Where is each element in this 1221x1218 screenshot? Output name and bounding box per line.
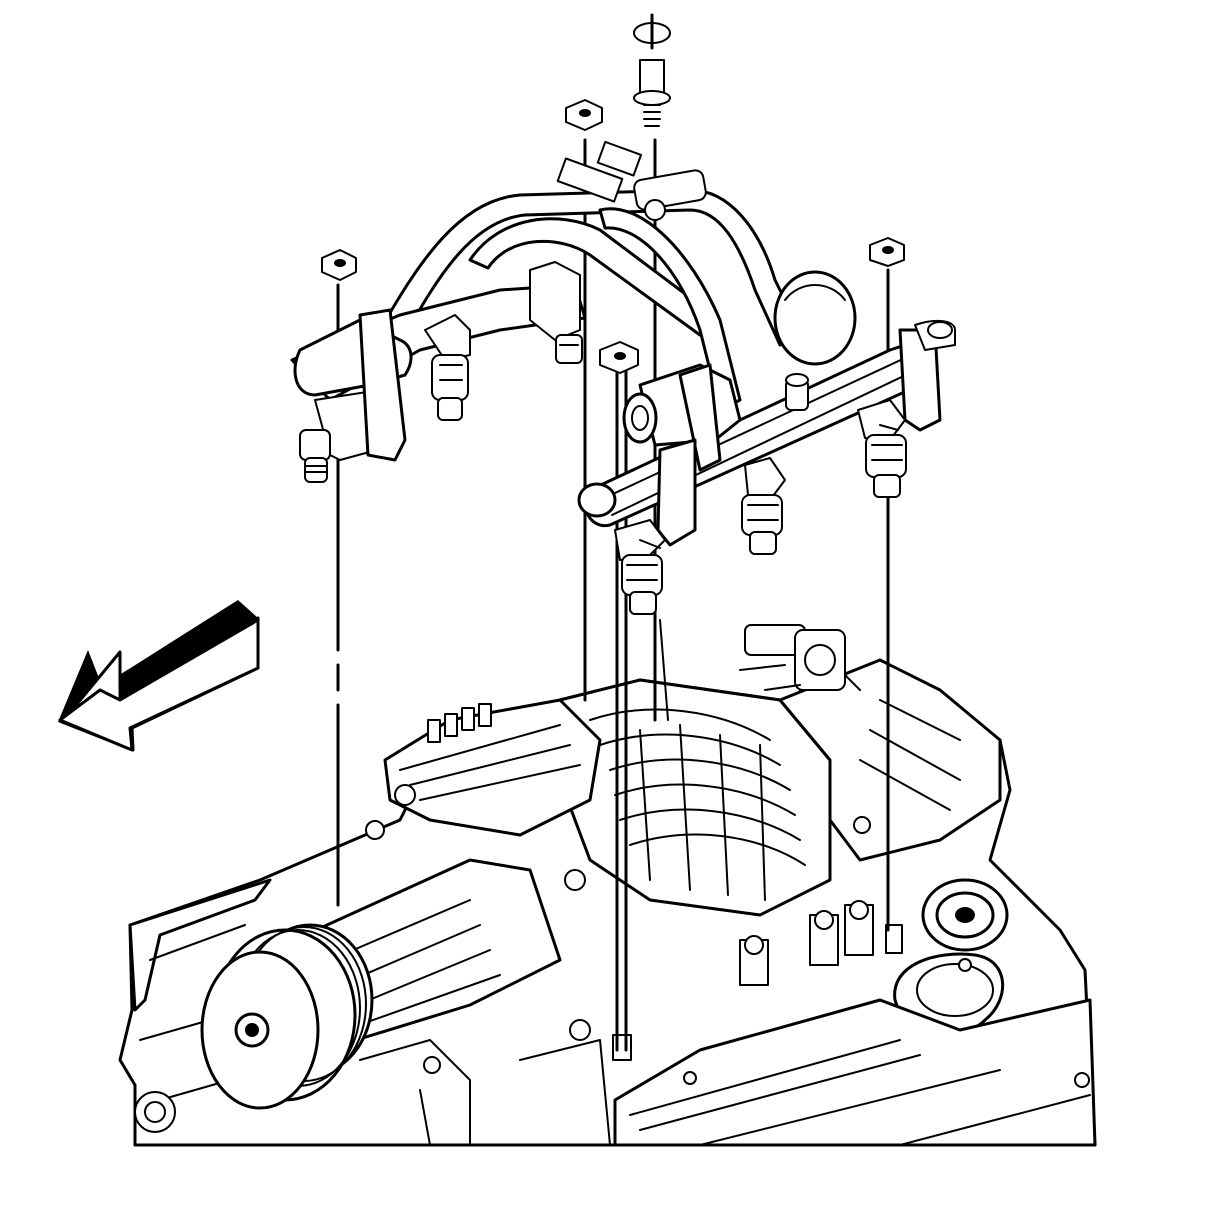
engine-assembly [118,624,1097,1147]
front-direction-arrow-icon [58,600,260,752]
nut-icon-4 [599,341,639,374]
coolant-fitting [921,878,1009,952]
timing-cover [128,878,272,1012]
fuel-injector-icon-6 [857,399,907,498]
left-bolt-row [427,703,492,743]
mounting-fasteners [321,13,905,374]
nut-icon-3 [869,237,905,267]
fuel-injector-icon-5 [741,457,786,555]
throttle-sensor [739,624,846,691]
rail-end-plug [577,482,617,518]
fuel-injectors [299,261,907,615]
fuel-injector-icon-4 [614,519,666,615]
nut-icon-1 [565,99,603,131]
top-bolt-icon [633,13,671,127]
fuel-injector-icon-2 [424,314,471,421]
pressure-regulator [773,270,857,366]
head-bolts [739,900,874,986]
fuel-injector-icon-3 [529,261,583,364]
fuel-rail-assembly [290,140,956,547]
nut-icon-2 [321,249,357,281]
fuel-injector-icon-1 [299,429,331,483]
intake-runner-right [778,658,1002,862]
fuel-feed-fitting [556,140,707,221]
drive-pulley [200,923,374,1110]
fuel-pressure-sensor [622,363,809,547]
